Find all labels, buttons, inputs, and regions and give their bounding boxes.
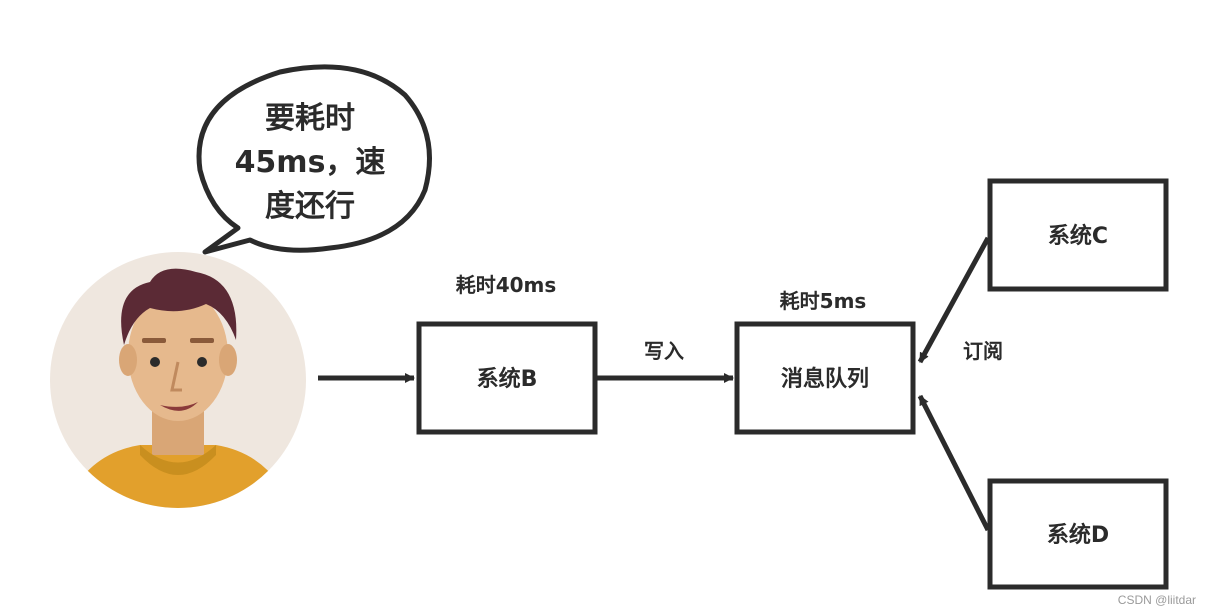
user-avatar xyxy=(50,252,306,508)
arrow-d-to-queue xyxy=(917,394,991,532)
bubble-line-2: 45ms，速 xyxy=(235,145,386,180)
arrow-c-to-queue xyxy=(917,236,991,364)
subscribe-label: 订阅 xyxy=(963,339,1003,363)
write-label: 写入 xyxy=(644,339,684,363)
message-queue-label: 消息队列 xyxy=(781,366,869,392)
system-d-label: 系统D xyxy=(1047,522,1109,548)
system-d-node: 系统D xyxy=(987,478,1169,590)
system-b-label: 系统B xyxy=(477,366,538,392)
system-b-caption: 耗时40ms xyxy=(456,273,557,297)
message-queue-caption: 耗时5ms xyxy=(780,289,867,313)
speech-bubble: 要耗时 45ms，速 度还行 xyxy=(196,64,432,255)
system-c-label: 系统C xyxy=(1048,223,1108,249)
message-queue-node: 耗时5ms 消息队列 xyxy=(734,289,916,435)
system-c-node: 系统C xyxy=(987,178,1169,292)
bubble-line-1: 要耗时 xyxy=(265,101,355,136)
system-b-node: 耗时40ms 系统B xyxy=(416,273,598,435)
bubble-line-3: 度还行 xyxy=(265,189,355,224)
watermark: CSDN @liitdar xyxy=(1117,593,1196,607)
